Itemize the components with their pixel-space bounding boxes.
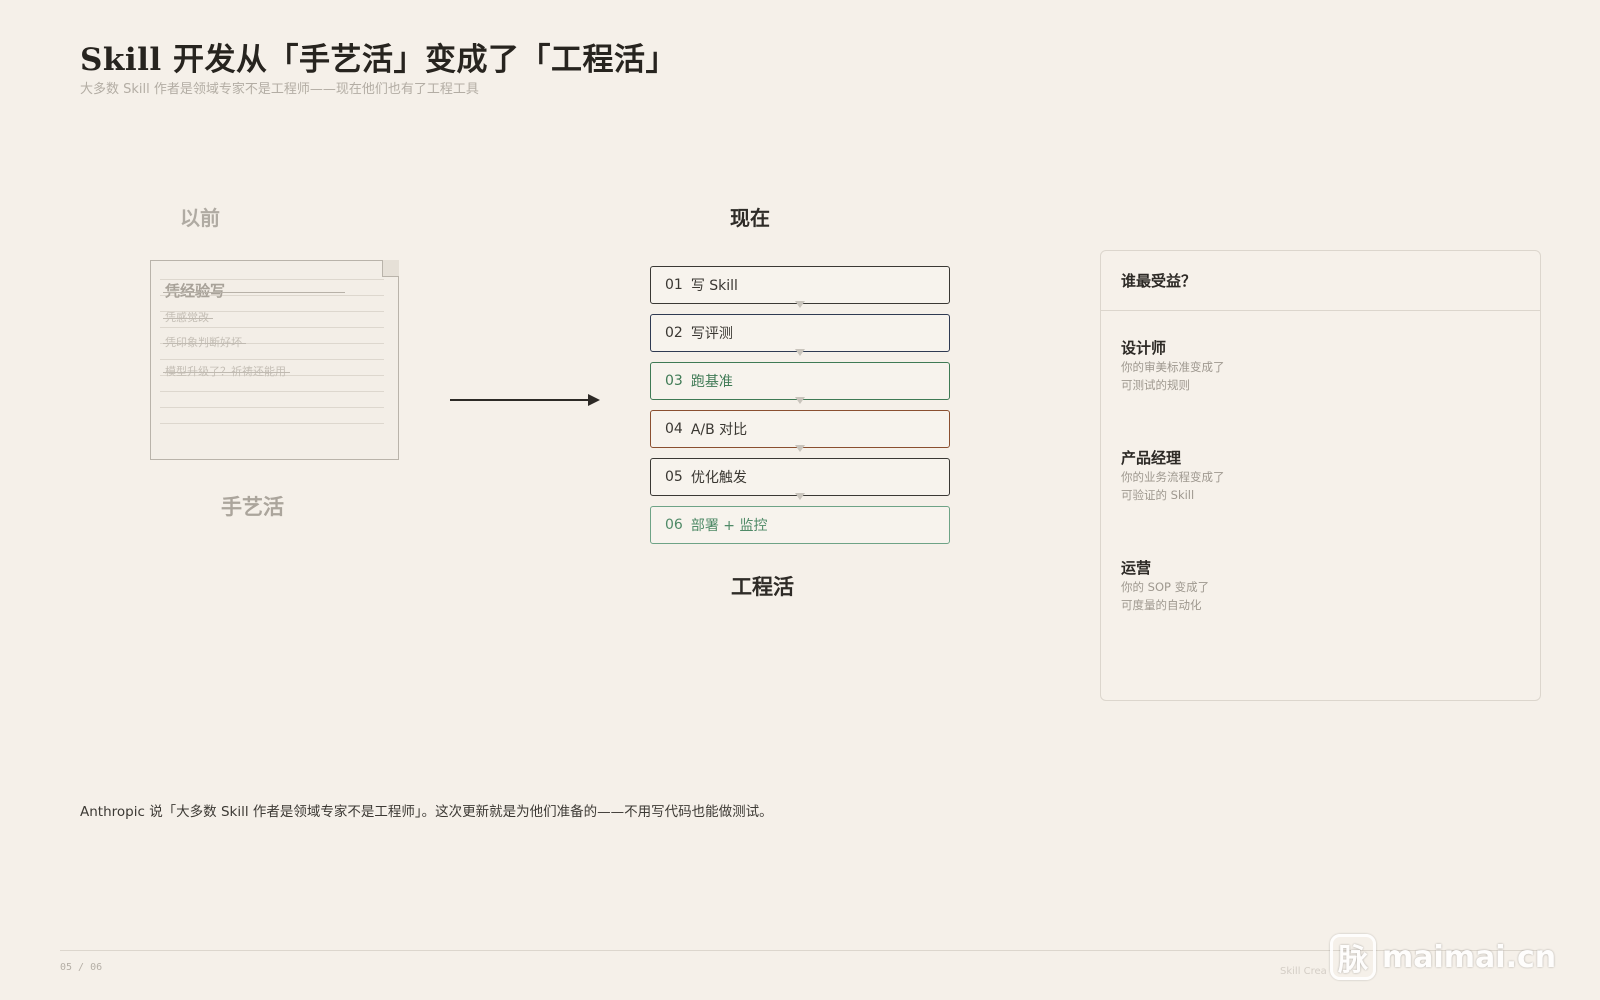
role-desc: 可验证的 Skill — [1121, 488, 1195, 502]
before-heading: 以前 — [180, 206, 220, 230]
workflow-step-06: 06 部署 + 监控 — [650, 506, 950, 544]
step-label: A/B 对比 — [690, 422, 748, 438]
step-label: 部署 + 监控 — [690, 518, 768, 534]
workflow-step-03: 03 跑基准 — [650, 362, 950, 400]
paper-note: 凭感觉改 — [165, 311, 209, 324]
maimai-logo-icon: 脉 — [1330, 934, 1376, 980]
step-number: 04 — [665, 421, 683, 437]
step-number: 06 — [665, 517, 683, 533]
step-number: 01 — [665, 277, 683, 293]
card-header: 谁最受益？ — [1101, 251, 1540, 311]
workflow-step-05: 05 优化触发 — [650, 458, 950, 496]
step-number: 02 — [665, 325, 683, 341]
craft-label: 手艺活 — [221, 494, 284, 519]
step-label: 跑基准 — [690, 374, 733, 390]
paper-rule — [160, 359, 384, 360]
role-operations: 运营 你的 SOP 变成了 可度量的自动化 — [1121, 558, 1209, 614]
paper-fold-corner — [382, 260, 399, 277]
paper-rule — [160, 295, 384, 296]
watermark-text: maimai.cn — [1382, 939, 1557, 975]
page-title: Skill 开发从「手艺活」变成了「工程活」 — [80, 42, 677, 78]
role-product-manager: 产品经理 你的业务流程变成了 可验证的 Skill — [1121, 448, 1225, 504]
role-name: 设计师 — [1121, 339, 1167, 357]
engineering-label: 工程活 — [731, 574, 794, 599]
card-title: 谁最受益？ — [1121, 272, 1197, 290]
paper-note: 凭印象判断好坏 — [165, 336, 242, 349]
step-label: 优化触发 — [690, 470, 747, 486]
workflow-step-01: 01 写 Skill — [650, 266, 950, 304]
role-desc: 你的业务流程变成了 — [1121, 470, 1225, 484]
role-desc: 你的 SOP 变成了 — [1121, 580, 1210, 594]
paper-rule — [160, 407, 384, 408]
role-designer: 设计师 你的审美标准变成了 可测试的规则 — [1121, 338, 1225, 394]
role-desc: 可度量的自动化 — [1121, 598, 1202, 612]
paper-rule — [160, 391, 384, 392]
paper-title: 凭经验写 — [165, 282, 226, 300]
step-connector-icon — [795, 397, 805, 404]
craft-paper-illustration: 凭经验写 凭感觉改 凭印象判断好坏 模型升级了？祈祷还能用 — [150, 260, 399, 460]
workflow-step-02: 02 写评测 — [650, 314, 950, 352]
step-connector-icon — [795, 493, 805, 500]
role-name: 运营 — [1121, 559, 1152, 577]
step-label: 写 Skill — [690, 278, 738, 294]
paper-rule — [160, 375, 384, 376]
footer-quote: Anthropic 说「大多数 Skill 作者是领域专家不是工程师」。这次更新… — [80, 804, 773, 820]
transition-arrow-line — [450, 399, 589, 401]
role-desc: 你的审美标准变成了 — [1121, 360, 1225, 374]
footer-mark: Skill Crea — [1280, 966, 1327, 977]
step-number: 03 — [665, 373, 683, 389]
step-label: 写评测 — [690, 326, 733, 342]
paper-rule — [160, 423, 384, 424]
paper-rule — [160, 343, 384, 344]
arrow-right-icon — [588, 394, 600, 406]
step-connector-icon — [795, 301, 805, 308]
step-number: 05 — [665, 469, 683, 485]
page-number: 05 / 06 — [60, 962, 103, 973]
paper-rule — [160, 279, 384, 280]
paper-note: 模型升级了？祈祷还能用 — [165, 365, 286, 378]
step-connector-icon — [795, 445, 805, 452]
paper-rule — [160, 327, 384, 328]
page-subtitle: 大多数 Skill 作者是领域专家不是工程师——现在他们也有了工程工具 — [80, 82, 479, 97]
now-heading: 现在 — [730, 206, 770, 230]
paper-rule — [160, 311, 384, 312]
maimai-watermark: 脉 maimai.cn — [1330, 932, 1556, 982]
beneficiaries-card: 谁最受益？ 设计师 你的审美标准变成了 可测试的规则 产品经理 你的业务流程变成… — [1100, 250, 1541, 701]
step-connector-icon — [795, 349, 805, 356]
role-name: 产品经理 — [1121, 449, 1182, 467]
role-desc: 可测试的规则 — [1121, 378, 1190, 392]
workflow-step-04: 04 A/B 对比 — [650, 410, 950, 448]
footer-divider — [60, 950, 1540, 951]
